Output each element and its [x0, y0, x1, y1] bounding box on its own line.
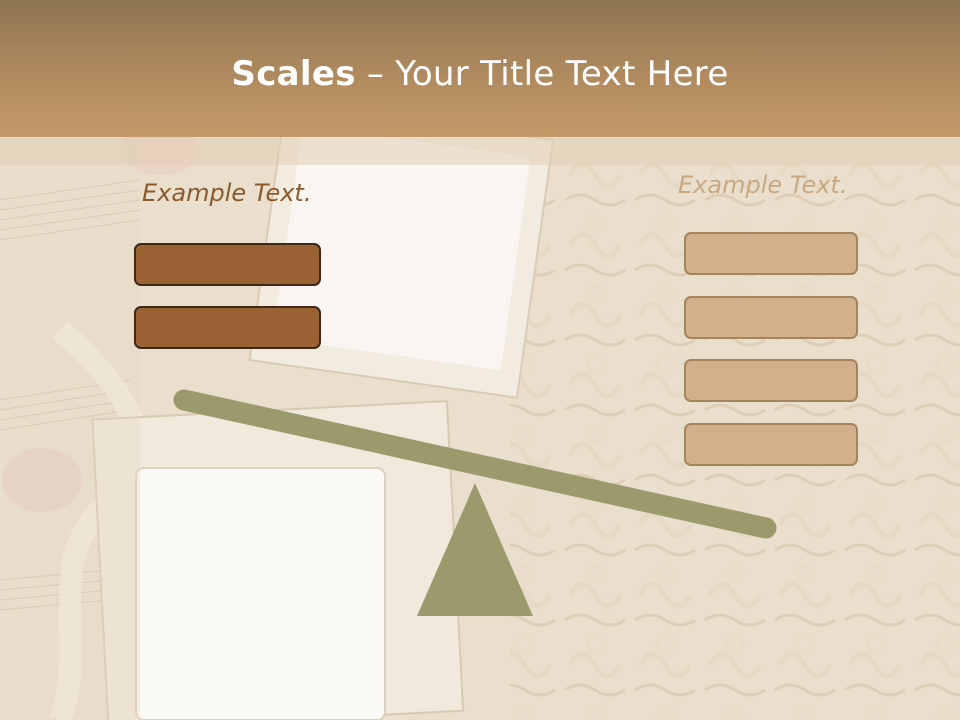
title-underline-strip	[0, 137, 960, 165]
scale-fulcrum	[417, 483, 533, 616]
title-bold-text: Scales	[231, 54, 356, 94]
right-example-text[interactable]: Example Text.	[678, 171, 848, 199]
left-box-2[interactable]	[134, 306, 321, 349]
left-box-1[interactable]	[134, 243, 321, 286]
photo-window	[135, 467, 386, 720]
left-example-text[interactable]: Example Text.	[142, 179, 312, 207]
right-box-1[interactable]	[684, 232, 858, 275]
photo-frame-top	[248, 101, 555, 399]
right-box-4[interactable]	[684, 423, 858, 466]
title-bar	[0, 0, 960, 137]
right-box-3[interactable]	[684, 359, 858, 402]
right-box-2[interactable]	[684, 296, 858, 339]
scale-beam	[173, 389, 777, 539]
slide-title[interactable]: Scales – Your Title Text Here	[0, 54, 960, 94]
title-rest-text: – Your Title Text Here	[355, 54, 729, 94]
rose	[2, 448, 82, 512]
